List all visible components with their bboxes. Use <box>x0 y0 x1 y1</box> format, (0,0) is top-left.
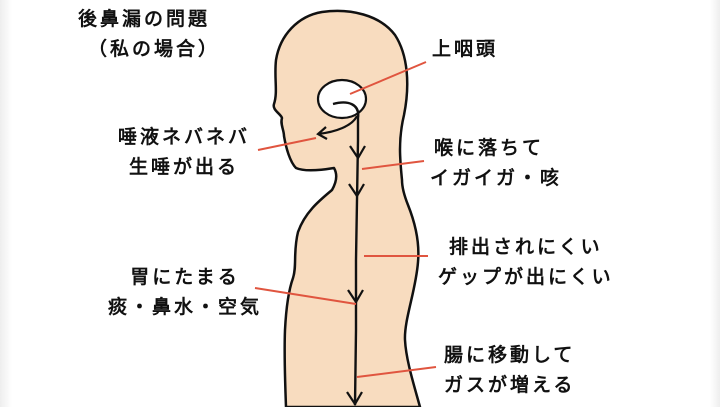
label-intestine-line-2: ガスが増える <box>444 374 576 396</box>
mucus-flow-path <box>332 101 360 406</box>
label-stomach-line-1: 胃にたまる <box>130 266 240 288</box>
label-intestine-line-1: 腸に移動して <box>444 344 576 366</box>
diagram-title: 後鼻漏の問題 （私の場合） <box>78 4 220 64</box>
label-stomach: 胃にたまる 痰・鼻水・空気 <box>108 262 262 322</box>
label-saliva: 唾液ネバネバ 生唾が出る <box>118 122 250 182</box>
right-edge-shadow <box>710 0 720 407</box>
pointer-throat <box>361 160 425 170</box>
label-stomach-line-2: 痰・鼻水・空気 <box>108 296 263 318</box>
title-line-2: （私の場合） <box>88 38 221 60</box>
arrowhead-intestine-icon <box>346 391 363 407</box>
label-burp-line-2: ゲップが出にくい <box>438 266 614 288</box>
label-intestine: 腸に移動して ガスが増える <box>444 340 575 400</box>
arrowhead-neck2-icon <box>348 183 365 199</box>
label-throat: 喉に落ちて イガイガ・咳 <box>430 133 562 193</box>
label-saliva-line-1: 唾液ネバネバ <box>118 126 251 148</box>
label-saliva-line-2: 生唾が出る <box>129 156 240 178</box>
mouth-branch-path <box>317 115 358 136</box>
arrowhead-stomach-icon <box>347 289 364 305</box>
label-burp: 排出されにくい ゲップが出にくい <box>438 232 614 292</box>
left-edge-shadow <box>0 0 12 407</box>
label-upper-pharynx: 上咽頭 <box>432 38 499 60</box>
pointer-stomach <box>254 287 357 305</box>
label-burp-line-1: 排出されにくい <box>449 236 603 258</box>
pointer-upper-pharynx <box>349 61 427 95</box>
body-silhouette <box>272 9 422 407</box>
upper-pharynx-ellipse <box>316 78 368 120</box>
label-throat-line-1: 喉に落ちて <box>434 137 545 159</box>
pointer-saliva <box>257 137 317 151</box>
label-throat-line-2: イガイガ・咳 <box>430 167 563 189</box>
title-line-1: 後鼻漏の問題 <box>78 8 211 30</box>
arrowhead-neck-icon <box>349 145 366 161</box>
mouth-arrowhead-icon <box>316 126 328 140</box>
pointer-intestine <box>356 366 437 378</box>
